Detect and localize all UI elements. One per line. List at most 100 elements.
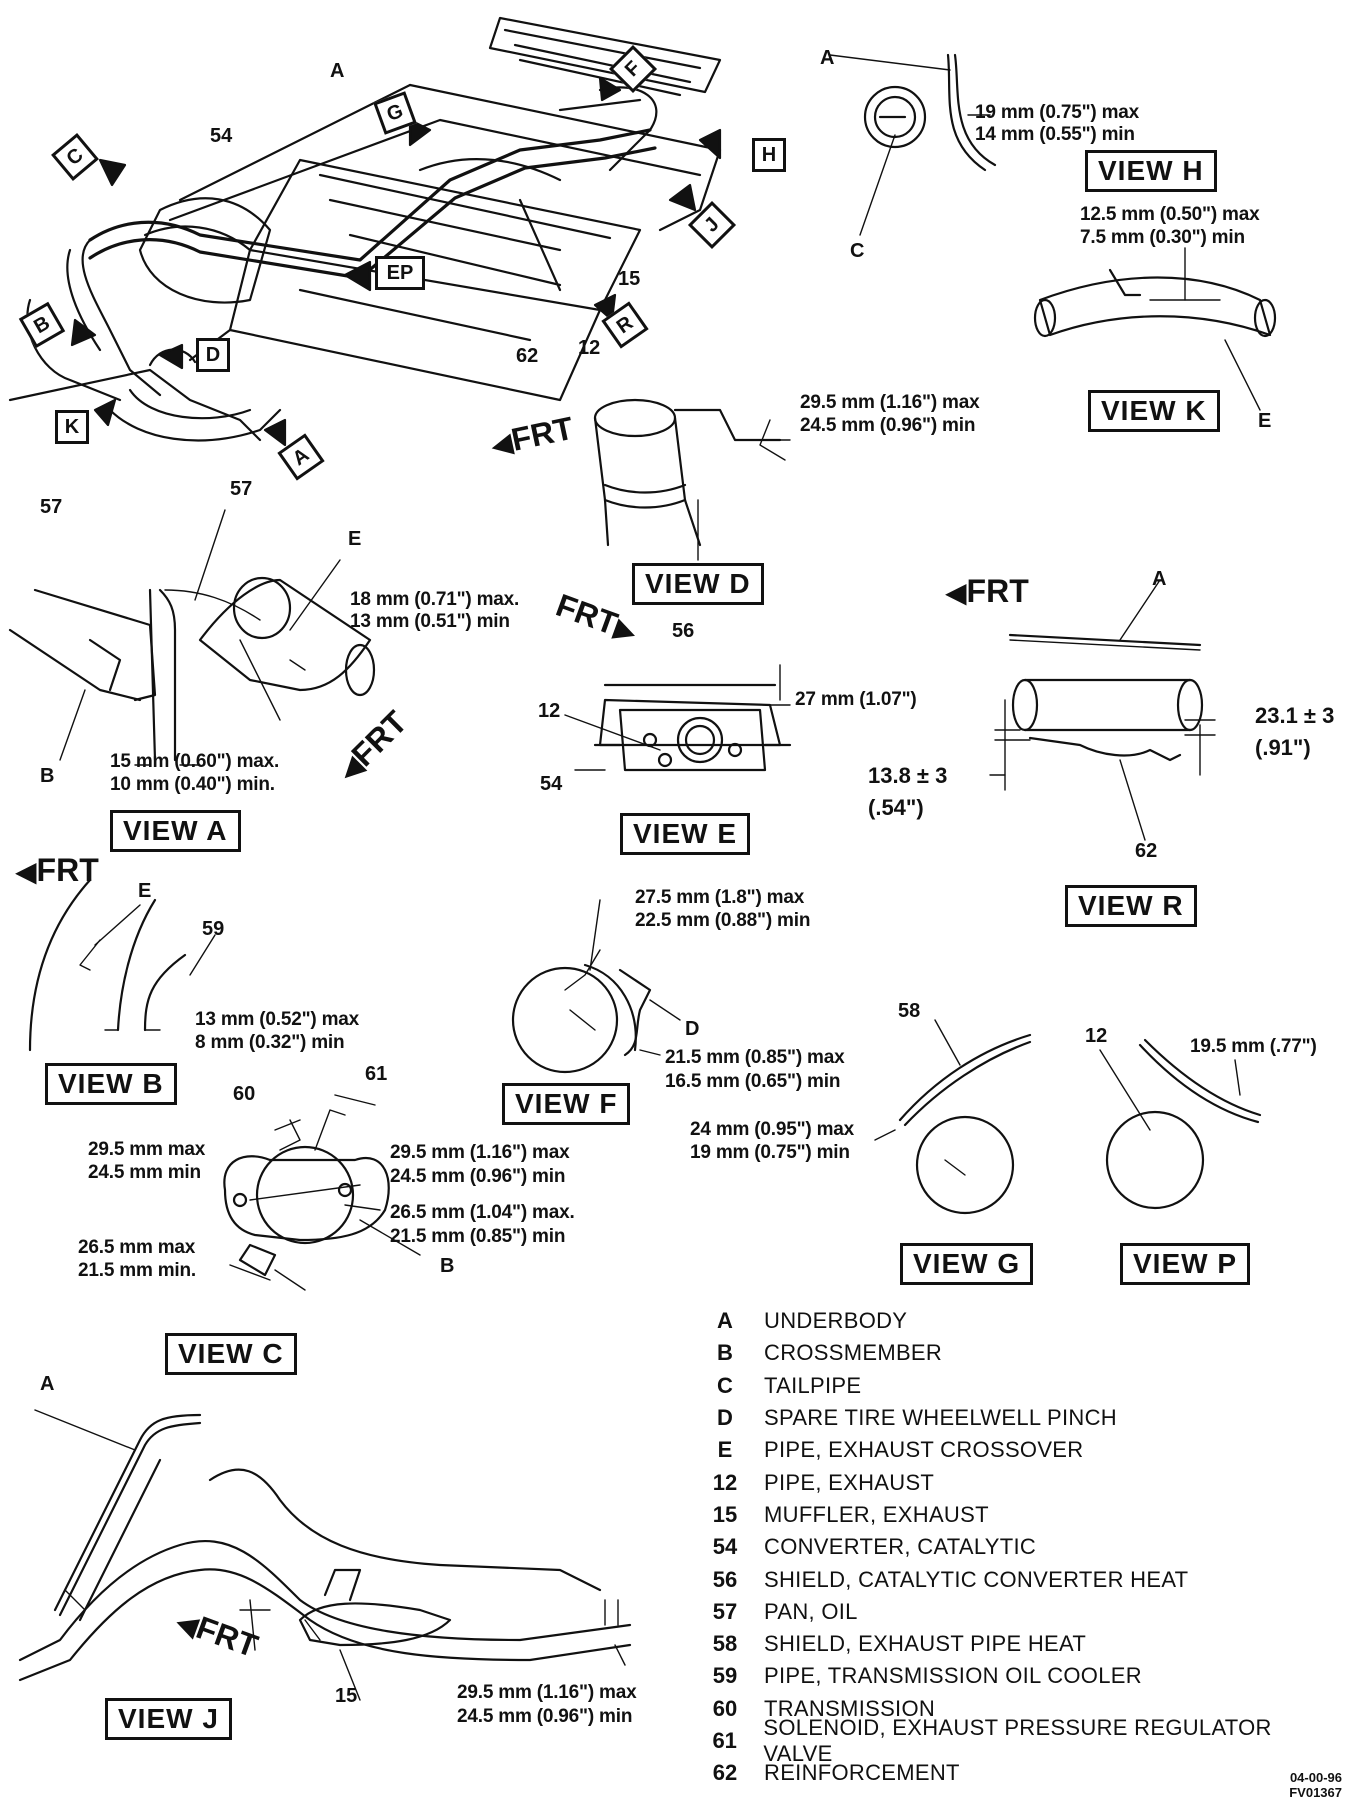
ref-54-view-e: 54 (540, 773, 563, 795)
ref-a-view-h: A (820, 47, 835, 69)
view-k-min: 7.5 mm (0.30") min (1080, 227, 1245, 248)
view-c-b-min: 24.5 mm (0.96") min (390, 1166, 566, 1187)
view-a-drawing (8, 509, 376, 766)
view-c-c-min: 21.5 mm (0.85") min (390, 1226, 566, 1247)
view-e-drawing (564, 664, 792, 772)
ref-58-view-g: 58 (898, 1000, 921, 1022)
legend-text: SHIELD, EXHAUST PIPE HEAT (764, 1631, 1087, 1657)
ref-15-overview: 15 (618, 268, 641, 290)
flag-d: D (196, 338, 230, 372)
legend-key: 58 (712, 1631, 738, 1657)
view-r-label: VIEW R (1065, 885, 1197, 927)
legend-key: D (717, 1405, 733, 1431)
view-c-drawing (223, 1094, 421, 1291)
legend-text: PAN, OIL (764, 1598, 858, 1624)
view-g-drawing (874, 1019, 1032, 1215)
legend-key: B (717, 1340, 733, 1366)
view-d-label: VIEW D (632, 563, 764, 605)
view-c-d-min: 21.5 mm min. (78, 1260, 196, 1281)
ref-a-view-r: A (1152, 568, 1167, 590)
ref-61-view-c: 61 (365, 1063, 388, 1085)
ref-c-view-h: C (850, 240, 865, 262)
legend-text: TRANSMISSION (764, 1695, 936, 1721)
view-d-max: 29.5 mm (1.16") max (800, 392, 980, 413)
view-c-b-max: 29.5 mm (1.16") max (390, 1142, 570, 1163)
flag-h: H (752, 138, 786, 172)
view-a-bot-max: 15 mm (0.60") max. (110, 751, 280, 772)
view-e-dim: 27 mm (1.07") (795, 689, 917, 710)
ref-b-view-c: B (440, 1255, 455, 1277)
view-h-min: 14 mm (0.55") min (975, 124, 1135, 145)
legend-row: 60 TRANSMISSION (700, 1693, 1340, 1725)
view-a-top-min: 13 mm (0.51") min (350, 611, 510, 632)
legend-text: SOLENOID, EXHAUST PRESSURE REGULATOR VAL… (763, 1715, 1272, 1767)
view-f-top-min: 22.5 mm (0.88") min (635, 910, 811, 931)
view-e-label: VIEW E (620, 813, 751, 855)
view-d-min: 24.5 mm (0.96") min (800, 415, 976, 436)
view-k-label: VIEW K (1088, 390, 1220, 432)
ref-62-view-r: 62 (1135, 840, 1158, 862)
view-r-right-in: (.91") (1255, 735, 1311, 760)
stamp-line-2: FV01367 (1289, 1784, 1342, 1800)
view-j-label: VIEW J (105, 1698, 232, 1740)
legend-row: A UNDERBODY (700, 1305, 1340, 1337)
view-g-max: 24 mm (0.95") max (690, 1119, 855, 1140)
legend-row: 54 CONVERTER, CATALYTIC (700, 1531, 1340, 1563)
ref-b-view-a: B (40, 765, 55, 787)
legend-key: 60 (712, 1695, 738, 1721)
legend-text: MUFFLER, EXHAUST (764, 1501, 989, 1527)
view-r-left-in: (.54") (868, 795, 924, 820)
legend-text: UNDERBODY (764, 1308, 908, 1334)
view-p-drawing (1099, 1038, 1262, 1210)
view-d-drawing (593, 398, 791, 561)
view-c-c-max: 26.5 mm (1.04") max. (390, 1202, 575, 1223)
view-h-label: VIEW H (1085, 150, 1217, 192)
view-c-d-max: 26.5 mm max (78, 1237, 196, 1258)
legend-key: E (717, 1437, 733, 1463)
view-j-drawing (18, 1409, 632, 1701)
view-a-top-max: 18 mm (0.71") max. (350, 589, 520, 610)
view-g-label: VIEW G (900, 1243, 1034, 1285)
ref-62-overview: 62 (516, 345, 539, 367)
ref-57-overview: 57 (40, 496, 63, 518)
legend-key: 15 (712, 1501, 738, 1527)
flag-ep: EP (375, 256, 425, 290)
legend-text: REINFORCEMENT (764, 1760, 960, 1786)
view-a-label: VIEW A (110, 810, 241, 852)
legend-row: D SPARE TIRE WHEELWELL PINCH (700, 1402, 1340, 1434)
ref-e-view-k: E (1258, 410, 1272, 432)
legend-row: E PIPE, EXHAUST CROSSOVER (700, 1434, 1340, 1466)
ref-d-view-f: D (685, 1018, 700, 1040)
overview-view-arrows (70, 76, 722, 447)
ref-12-view-e: 12 (538, 700, 561, 722)
view-p-dim: 19.5 mm (.77") (1190, 1036, 1317, 1057)
view-r-right-dim: 23.1 ± 3 (1255, 703, 1335, 728)
legend-text: PIPE, EXHAUST CROSSOVER (764, 1437, 1084, 1463)
ref-56-view-e: 56 (672, 620, 695, 642)
frt-view-r: ◀FRT (945, 573, 1029, 609)
view-c-a-max: 29.5 mm max (88, 1139, 206, 1160)
drawing-stamp: 04-00-96 FV01367 (1289, 1771, 1342, 1800)
view-c-a-min: 24.5 mm min (88, 1162, 201, 1183)
stamp-line-1: 04-00-96 (1289, 1770, 1342, 1786)
legend-key: A (717, 1308, 733, 1334)
legend-row: 15 MUFFLER, EXHAUST (700, 1499, 1340, 1531)
ref-a-view-j: A (40, 1373, 55, 1395)
view-f-top-max: 27.5 mm (1.8") max (635, 887, 805, 908)
legend-key: 54 (712, 1534, 738, 1560)
ref-57-view-a: 57 (230, 478, 253, 500)
legend-text: TAILPIPE (764, 1372, 862, 1398)
view-b-drawing (28, 878, 216, 1052)
view-h-max: 19 mm (0.75") max (975, 102, 1140, 123)
view-f-bot-min: 16.5 mm (0.65") min (665, 1071, 841, 1092)
legend-text: CONVERTER, CATALYTIC (764, 1534, 1037, 1560)
view-r-drawing (989, 579, 1216, 841)
ref-59-view-b: 59 (202, 918, 225, 940)
legend-text: SPARE TIRE WHEELWELL PINCH (764, 1405, 1117, 1431)
legend-text: CROSSMEMBER (764, 1340, 943, 1366)
